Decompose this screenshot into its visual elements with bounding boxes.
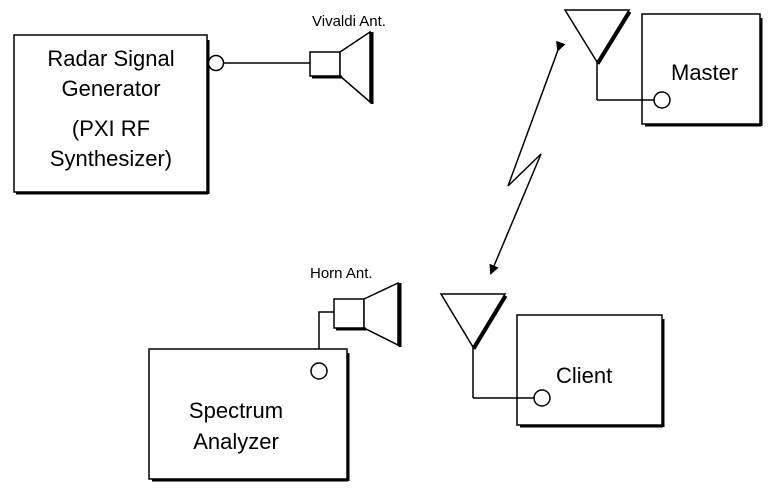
horn-cable <box>318 311 334 363</box>
radar-generator-line4: Synthesizer) <box>50 146 172 171</box>
master-label: Master <box>671 60 738 85</box>
vivaldi-antenna-label: Vivaldi Ant. <box>312 13 386 30</box>
master-port-icon <box>653 91 671 109</box>
radar-generator-line3: (PXI RF <box>72 116 150 141</box>
spectrum-analyzer-line2: Analyzer <box>193 429 279 454</box>
master-antenna-icon <box>563 9 654 101</box>
client-port-icon <box>533 389 551 407</box>
radar-generator-port-icon <box>207 54 225 72</box>
spectrum-analyzer-port-overlay <box>310 362 328 380</box>
radar-generator-line2: Generator <box>61 76 160 101</box>
wireless-link-arrow <box>489 40 566 275</box>
radar-generator-line1: Radar Signal <box>47 46 174 71</box>
radar-signal-generator: Radar Signal Generator (PXI RF Synthesiz… <box>13 34 210 195</box>
client-box: Client <box>516 314 665 428</box>
spectrum-analyzer-line1: Spectrum <box>189 398 283 423</box>
horn-antenna-label: Horn Ant. <box>310 265 373 282</box>
master-box: Master <box>641 13 763 127</box>
client-label: Client <box>556 363 612 388</box>
horn-antenna-icon <box>333 281 402 347</box>
client-antenna-icon <box>439 293 534 399</box>
vivaldi-antenna-icon <box>309 30 374 104</box>
